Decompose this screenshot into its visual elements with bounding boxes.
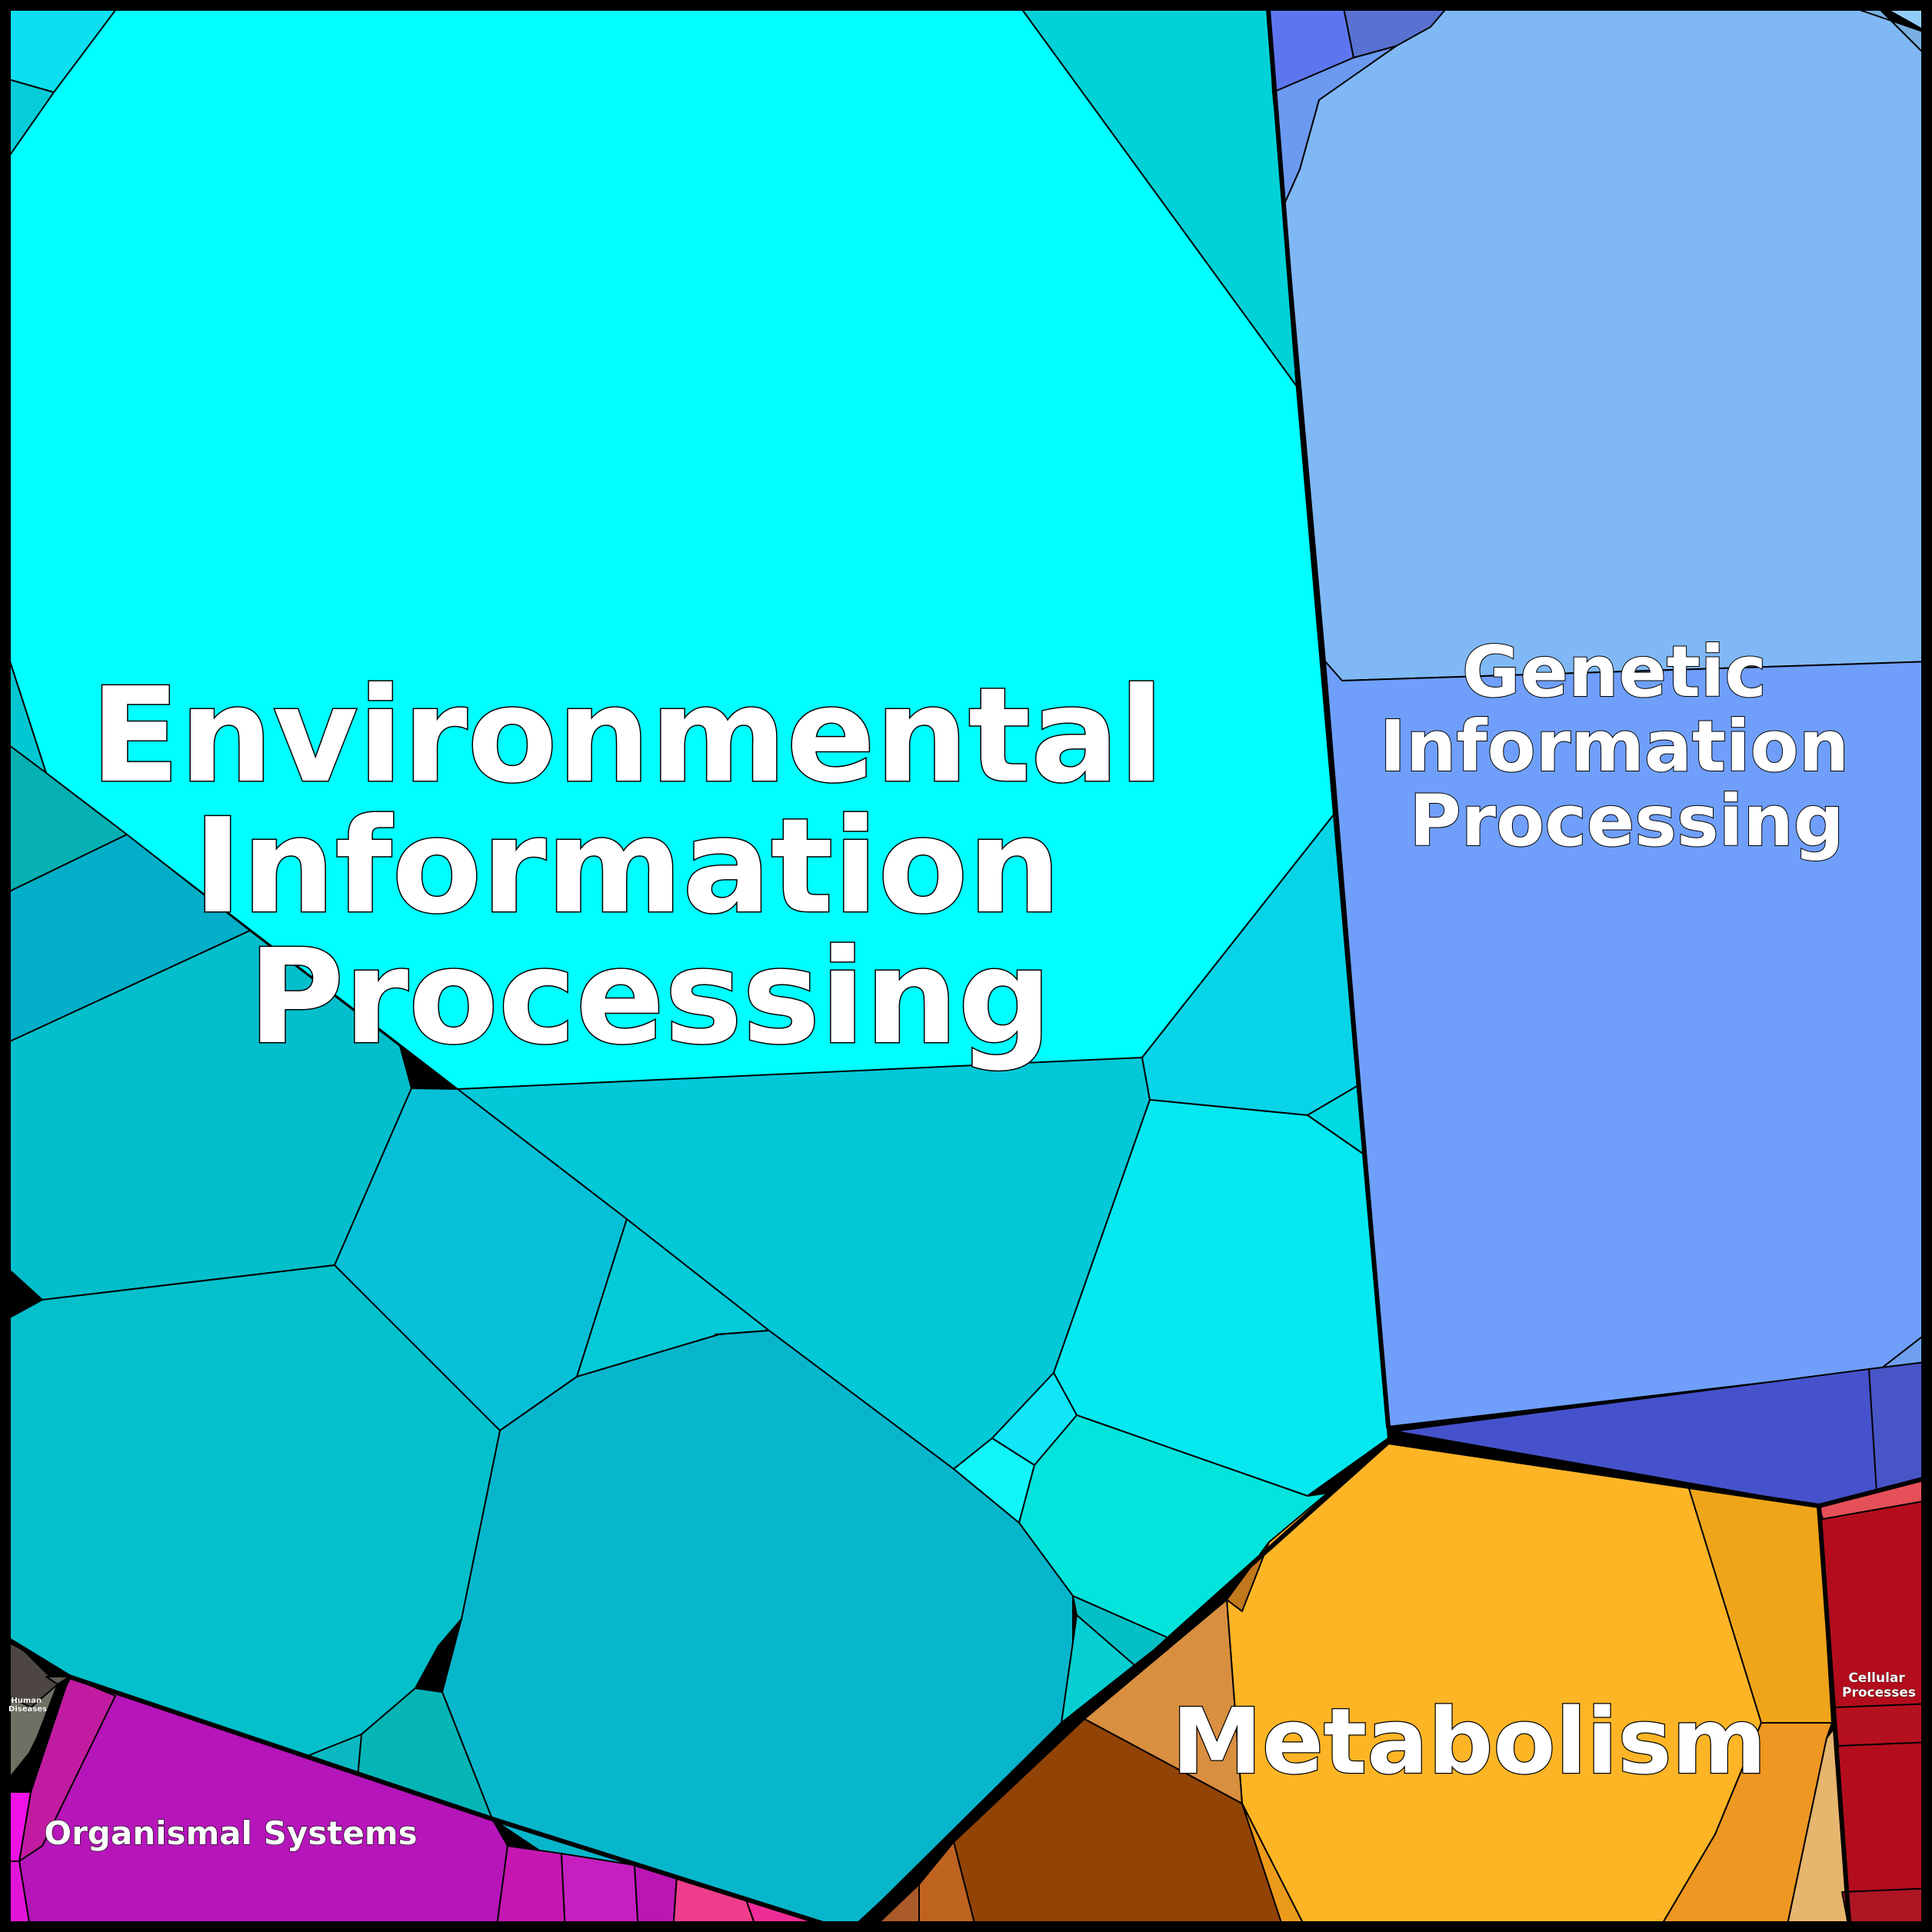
cell-cel-row1 — [1834, 1703, 1932, 1747]
cell-met-orange — [1657, 1722, 1833, 1932]
group-environmental-information-processing — [0, 0, 1389, 1932]
label-genetic-information-processing: Genetic Information Processing — [1380, 631, 1874, 862]
label-human-diseases: Human Diseases — [8, 1697, 47, 1714]
cell-hum-small — [45, 1676, 70, 1685]
group-metabolism — [868, 1441, 1850, 1932]
border-env-gen — [1265, 0, 1401, 1434]
cell-met-bottom-orange — [1241, 1803, 1308, 1932]
label-environmental-information-processing: Environmental Information Processing — [91, 660, 1210, 1074]
cell-met-rust2 — [868, 1884, 920, 1932]
group-genetic-information-processing — [1267, 0, 1932, 1507]
label-cellular-processes: Cellular Processes — [1842, 1671, 1916, 1700]
group-labels: Environmental Information Processing Gen… — [8, 630, 1916, 1853]
group-human-diseases — [0, 1637, 70, 1793]
cell-met-rust — [918, 1841, 978, 1932]
cell-gen-topright — [1830, 0, 1932, 62]
cell-gen-dark — [1387, 1361, 1932, 1507]
cell-org-stripe — [18, 1676, 116, 1862]
cell-env-left-top — [0, 76, 55, 170]
cell-org-right1 — [495, 1845, 566, 1932]
group-organismal-systems — [0, 1676, 824, 1932]
cell-met-brown — [953, 1718, 1285, 1932]
cell-gen-topleft2 — [1341, 0, 1454, 58]
border-env-org — [0, 1632, 851, 1932]
label-metabolism: Metabolism — [1171, 1688, 1766, 1794]
cell-org-right2 — [561, 1853, 639, 1932]
border-env-met — [848, 1440, 1391, 1932]
border-met-cel — [1817, 1505, 1852, 1932]
cell-gen-dark-right — [1868, 1361, 1932, 1493]
label-organismal-systems: Organismal Systems — [44, 1814, 417, 1852]
cell-gen-main — [1284, 0, 1932, 681]
